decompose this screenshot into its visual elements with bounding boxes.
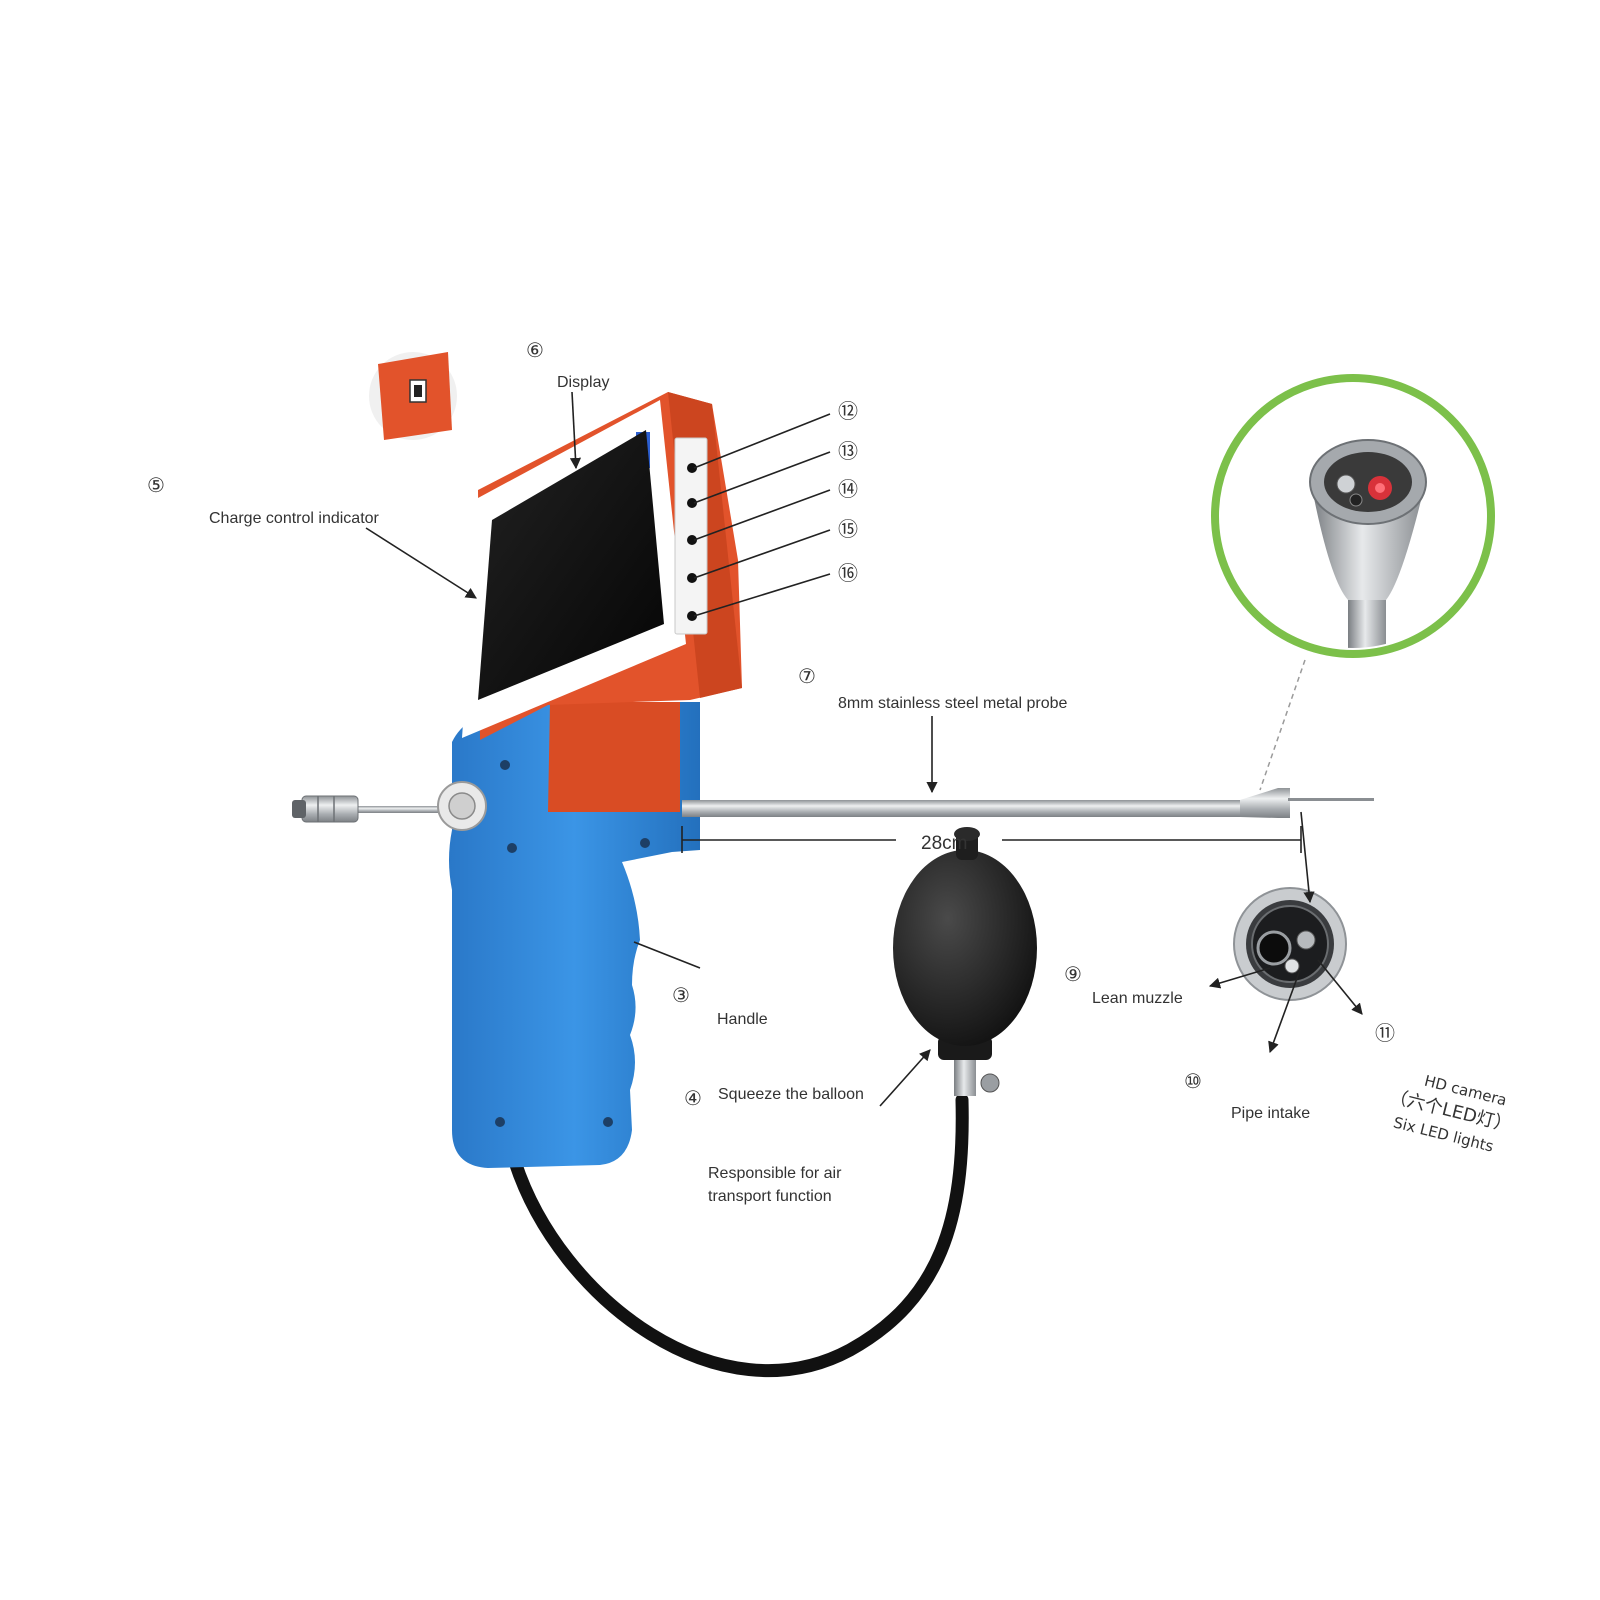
callout-3-number: ③ (672, 983, 690, 1007)
camera-face-view (1233, 887, 1347, 1001)
callout-7-label: 8mm stainless steel metal probe (838, 695, 1068, 712)
callout-7-number: ⑦ (798, 664, 816, 688)
callout-4-sub1: Responsible for air (708, 1165, 842, 1182)
camera-tip-zoom (1211, 374, 1495, 791)
callout-15-number: ⑮ (838, 517, 858, 541)
leader-lines (365, 391, 1363, 1107)
callout-9-number: ⑨ (1064, 962, 1082, 986)
air-hose (508, 1093, 969, 1377)
metal-probe (682, 788, 1374, 818)
callout-14-number: ⑭ (838, 477, 858, 501)
callout-10-number: ⑩ (1184, 1069, 1202, 1093)
squeeze-balloon (893, 827, 1037, 1096)
callout-11-label: HD camera （六个LED灯） Six LED lights (1387, 1072, 1514, 1156)
callout-13-number: ⑬ (838, 439, 858, 463)
callout-11-number: ⑪ (1375, 1021, 1395, 1045)
callout-5-number: ⑤ (147, 473, 165, 497)
callout-4-label: Squeeze the balloon (718, 1086, 864, 1103)
callout-16-number: ⑯ (838, 561, 858, 585)
callout-3-label: Handle (717, 1011, 768, 1028)
callout-12-number: ⑫ (838, 399, 858, 423)
dimension-line (681, 826, 1302, 853)
button-13 (687, 498, 697, 508)
callout-6-label: Display (557, 374, 609, 391)
callout-10-label: Pipe intake (1231, 1105, 1310, 1122)
button-16 (687, 611, 697, 621)
callout-4-sub2: transport function (708, 1188, 832, 1205)
display-screen (478, 430, 664, 700)
side-buttons (687, 463, 697, 621)
callout-6-number: ⑥ (526, 338, 544, 362)
dimension-label: 28cm (921, 833, 967, 854)
callout-5-label: Charge control indicator (209, 510, 380, 527)
charge-indicator-inset (369, 352, 457, 440)
button-15 (687, 573, 697, 583)
button-14 (687, 535, 697, 545)
callout-9-label: Lean muzzle (1092, 990, 1183, 1007)
callout-4-number: ④ (684, 1086, 702, 1110)
handle (437, 702, 700, 1168)
rear-nozzle (292, 795, 452, 823)
button-12 (687, 463, 697, 473)
